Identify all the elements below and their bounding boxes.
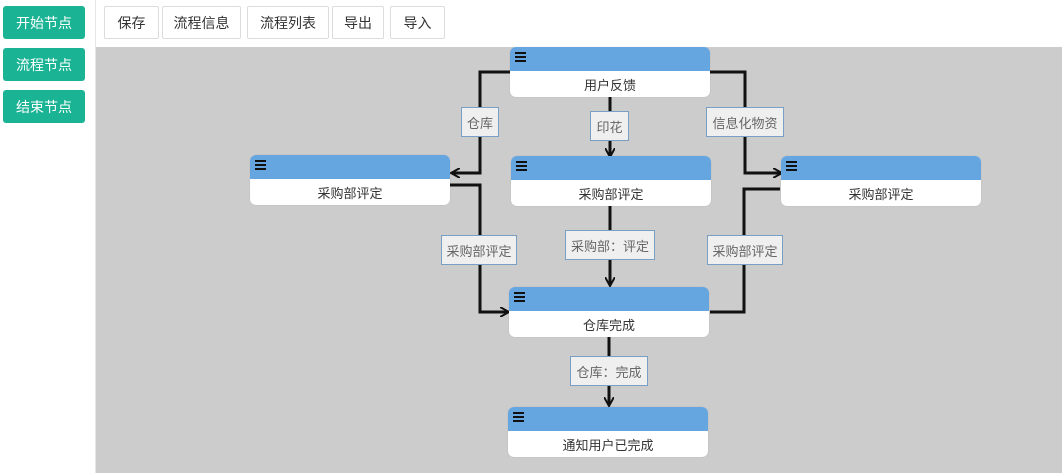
menu-icon[interactable]: [514, 292, 525, 302]
flow-node-warehouse[interactable]: 仓库完成: [509, 287, 709, 337]
menu-icon[interactable]: [513, 412, 524, 422]
export-button[interactable]: 导出: [332, 6, 384, 39]
edge-label-middle-to-warehouse[interactable]: 采购部：评定: [565, 230, 655, 260]
node-title: 通知用户已完成: [562, 438, 654, 454]
end-node-button[interactable]: 结束节点: [3, 90, 85, 123]
edge-label-to-left[interactable]: 仓库: [461, 107, 499, 137]
menu-icon[interactable]: [786, 161, 797, 171]
flow-node-middle-review[interactable]: 采购部评定: [511, 156, 711, 206]
flow-node-left-review[interactable]: 采购部评定: [250, 155, 450, 205]
flow-node-right-review[interactable]: 采购部评定: [781, 156, 981, 206]
start-node-button[interactable]: 开始节点: [3, 6, 85, 39]
save-button[interactable]: 保存: [104, 6, 159, 39]
node-title: 用户反馈: [583, 78, 636, 94]
node-title: 采购部评定: [848, 187, 914, 203]
node-title: 采购部评定: [578, 187, 644, 203]
menu-icon[interactable]: [255, 160, 266, 170]
toolbar: 保存 流程信息 流程列表 导出 导入: [96, 0, 1062, 47]
node-title: 仓库完成: [582, 318, 635, 334]
menu-icon[interactable]: [515, 52, 526, 62]
flow-node-feedback[interactable]: 用户反馈: [510, 47, 710, 97]
node-title: 采购部评定: [317, 186, 383, 202]
flow-node-notify[interactable]: 通知用户已完成: [508, 407, 708, 457]
edge-label-warehouse-to-notify[interactable]: 仓库：完成: [570, 356, 648, 386]
edge-label-left-to-warehouse[interactable]: 采购部评定: [441, 235, 517, 265]
import-button[interactable]: 导入: [390, 6, 445, 39]
process-node-button[interactable]: 流程节点: [3, 48, 85, 81]
node-palette: 开始节点 流程节点 结束节点: [0, 0, 96, 473]
edge-label-to-right[interactable]: 信息化物资: [706, 107, 784, 137]
edge-label-to-middle[interactable]: 印花: [590, 111, 629, 141]
flow-info-button[interactable]: 流程信息: [162, 6, 241, 39]
edge-label-right-to-warehouse[interactable]: 采购部评定: [707, 235, 783, 265]
flow-canvas[interactable]: 用户反馈 采购部评定 采购部评定 采购部评定 仓库完成 通知用户已完成 仓库 印…: [96, 47, 1062, 473]
flow-list-button[interactable]: 流程列表: [247, 6, 329, 39]
menu-icon[interactable]: [516, 161, 527, 171]
